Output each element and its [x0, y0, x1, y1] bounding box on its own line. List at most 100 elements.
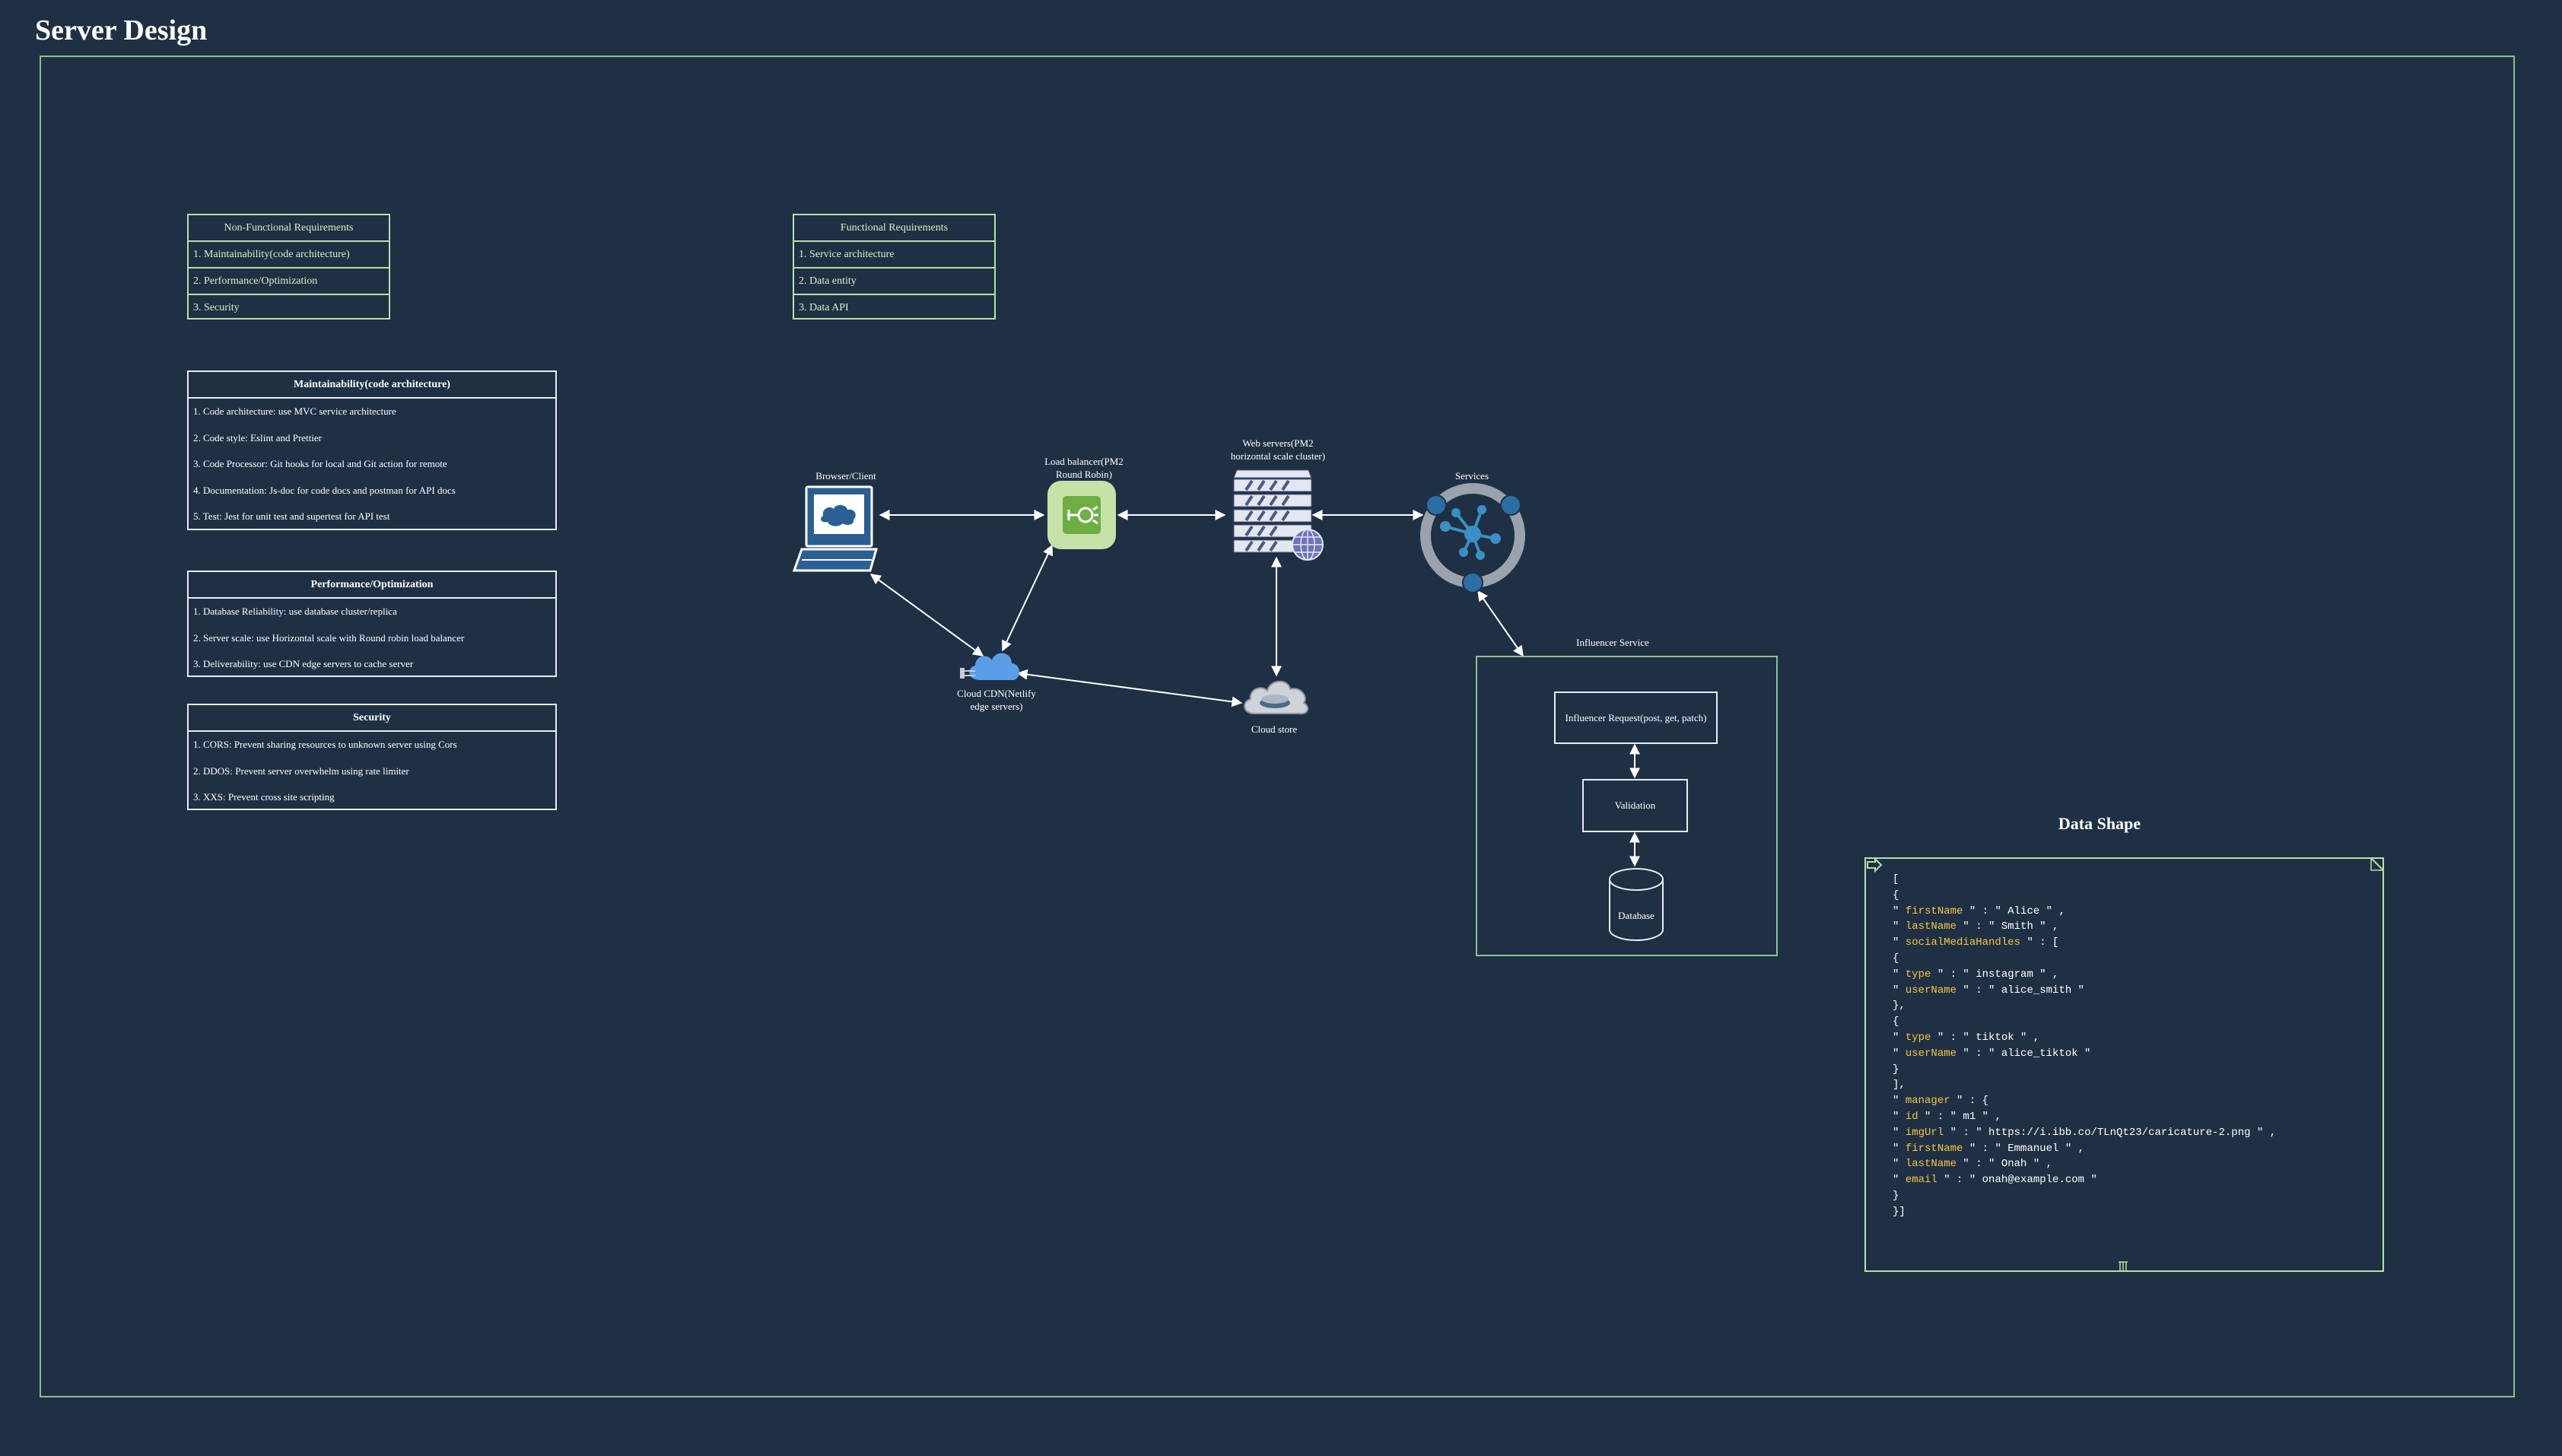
- code-text: ": [1893, 904, 1906, 917]
- data-shape-code: [{" firstName " : " Alice " ," lastName …: [1893, 872, 2276, 1220]
- services-label: Services: [1454, 470, 1489, 482]
- table-row: 3. Deliverability: use CDN edge servers …: [193, 658, 414, 669]
- code-line: " userName " : " alice_tiktok ": [1893, 1046, 2276, 1062]
- code-line: {: [1893, 951, 2276, 967]
- code-line: [: [1893, 872, 2276, 888]
- code-key: lastName: [1905, 920, 1957, 933]
- data-shape-title: Data Shape: [2058, 814, 2141, 833]
- table-row: 2. Server scale: use Horizontal scale wi…: [193, 631, 465, 644]
- code-text: " : [: [2020, 936, 2059, 949]
- code-line: " userName " : " alice_smith ": [1893, 983, 2276, 999]
- non-functional-requirements-table[interactable]: Non-Functional Requirements 1. Maintaina…: [187, 214, 390, 319]
- code-text: }: [1893, 1189, 1899, 1202]
- code-text: " : " m1 " ,: [1918, 1110, 2001, 1123]
- code-line: ],: [1893, 1077, 2276, 1093]
- validation-box[interactable]: Validation: [1582, 779, 1688, 832]
- cloud-store-icon: [1244, 680, 1309, 715]
- influencer-service-label: Influencer Service: [1576, 637, 1649, 648]
- load-balancer-icon: [1047, 481, 1116, 549]
- table-row: 2. Data entity: [794, 269, 994, 295]
- code-key: lastName: [1905, 1158, 1957, 1171]
- table-row: 1. Code architecture: use MVC service ar…: [193, 405, 396, 417]
- code-line: " manager " : {: [1893, 1093, 2276, 1109]
- code-line: },: [1893, 998, 2276, 1014]
- arrow-services-influencer: [1477, 590, 1524, 657]
- code-text: ": [1893, 1142, 1906, 1155]
- code-line: " id " : " m1 " ,: [1893, 1109, 2276, 1125]
- code-text: ": [1893, 1047, 1906, 1060]
- note-decorations: [1867, 857, 2384, 1271]
- table-header: Non-Functional Requirements: [189, 215, 389, 242]
- table-row: 2. DDOS: Prevent server overwhelm using …: [193, 765, 409, 777]
- table-row: 1. Database Reliability: use database cl…: [193, 606, 397, 617]
- influencer-request-box[interactable]: Influencer Request(post, get, patch): [1554, 691, 1718, 744]
- performance-table[interactable]: Performance/Optimization 1. Database Rel…: [187, 571, 557, 677]
- code-text: ": [1893, 1095, 1906, 1108]
- code-line: " lastName " : " Onah " ,: [1893, 1156, 2276, 1172]
- code-text: " : " Emmanuel " ,: [1963, 1142, 2085, 1155]
- arrow-browser-cdn: [869, 574, 984, 656]
- code-text: ": [1893, 1031, 1906, 1044]
- table-row: 4. Documentation: Js-doc for code docs a…: [193, 484, 456, 496]
- database-label: Database: [1618, 910, 1654, 921]
- code-key: firstName: [1905, 904, 1963, 917]
- code-text: " : " alice_tiktok ": [1956, 1047, 2091, 1060]
- code-text: ": [1893, 1174, 1906, 1187]
- code-text: [: [1893, 873, 1899, 885]
- code-text: }]: [1893, 1205, 1906, 1218]
- code-text: {: [1893, 1016, 1899, 1028]
- code-line: " firstName " : " Alice " ,: [1893, 904, 2276, 920]
- canvas-frame: [40, 56, 2515, 1397]
- load-balancer-label: Load balancer(PM2 Round Robin): [1044, 456, 1124, 480]
- table-row: 1. Maintainability(code architecture): [189, 242, 389, 269]
- code-key: type: [1905, 1031, 1931, 1044]
- table-row: 2. Code style: Eslint and Prettier: [193, 431, 322, 443]
- code-line: }: [1893, 1188, 2276, 1204]
- code-line: }: [1893, 1062, 2276, 1078]
- code-text: ": [1893, 1126, 1906, 1139]
- code-text: {: [1893, 889, 1899, 901]
- security-table[interactable]: Security 1. CORS: Prevent sharing resour…: [187, 704, 557, 810]
- functional-requirements-table[interactable]: Functional Requirements 1. Service archi…: [793, 214, 996, 319]
- code-line: " imgUrl " : " https://i.ibb.co/TLnQt23/…: [1893, 1125, 2276, 1141]
- code-key: userName: [1905, 984, 1957, 997]
- code-text: " : " Alice " ,: [1963, 904, 2065, 917]
- code-text: ": [1893, 1158, 1906, 1171]
- server-rack-icon: [1233, 469, 1324, 561]
- code-line: " type " : " instagram " ,: [1893, 967, 2276, 983]
- code-line: " type " : " tiktok " ,: [1893, 1030, 2276, 1046]
- table-row: 3. Code Processor: Git hooks for local a…: [193, 458, 447, 469]
- computer-icon: [792, 485, 878, 572]
- code-key: socialMediaHandles: [1905, 936, 2021, 949]
- code-line: " firstName " : " Emmanuel " ,: [1893, 1141, 2276, 1157]
- table-row: 1. Service architecture: [794, 242, 994, 269]
- table-row: 3. XXS: Prevent cross site scripting: [193, 791, 335, 803]
- code-line: " lastName " : " Smith " ,: [1893, 919, 2276, 935]
- code-text: ": [1893, 936, 1906, 949]
- cdn-cloud-icon: [960, 653, 1020, 680]
- table-header: Performance/Optimization: [189, 572, 555, 599]
- code-key: imgUrl: [1905, 1126, 1944, 1139]
- code-text: ": [1893, 968, 1906, 981]
- arrow-cdn-cloudstore: [1016, 669, 1243, 707]
- data-shape-note[interactable]: [1864, 857, 2384, 1272]
- code-text: ": [1893, 1110, 1906, 1123]
- table-row: 2. Performance/Optimization: [189, 269, 389, 295]
- browser-label: Browser/Client: [815, 470, 876, 482]
- code-text: ": [1893, 920, 1906, 933]
- code-text: " : " Smith " ,: [1956, 920, 2059, 933]
- table-row: 3. Data API: [799, 302, 849, 313]
- database-icon: [1609, 868, 1664, 941]
- code-text: " : " Onah " ,: [1956, 1158, 2053, 1171]
- table-header: Maintainability(code architecture): [189, 372, 555, 399]
- cdn-label: Cloud CDN(Netlify edge servers): [957, 688, 1036, 712]
- code-line: {: [1893, 1014, 2276, 1030]
- code-text: {: [1893, 952, 1899, 965]
- influencer-service-box[interactable]: [1476, 656, 1778, 956]
- code-text: " : " onah@example.com ": [1937, 1174, 2097, 1187]
- code-line: " email " : " onah@example.com ": [1893, 1172, 2276, 1188]
- code-line: " socialMediaHandles " : [: [1893, 935, 2276, 951]
- maintainability-table[interactable]: Maintainability(code architecture) 1. Co…: [187, 370, 557, 530]
- code-key: manager: [1905, 1095, 1950, 1108]
- services-icon: [1420, 483, 1525, 593]
